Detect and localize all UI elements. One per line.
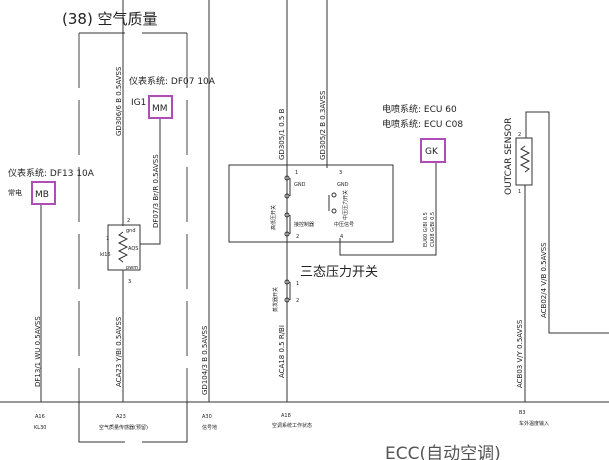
fuse-df13-label: 仪表系统: DF13 10A	[8, 167, 95, 179]
pin-id: B3	[519, 410, 526, 416]
wire-labels: GD306/6 B 0.5AVSS DF07/3 Br/R 0.5AVSS DF…	[34, 66, 548, 395]
svg-text:1: 1	[518, 189, 521, 195]
svg-text:1: 1	[295, 170, 298, 176]
pressure-switch-title: 三态压力开关	[300, 265, 378, 280]
pin-desc: 车外温度输入	[519, 420, 549, 427]
svg-text:中压压力开关: 中压压力开关	[342, 190, 349, 220]
connector-mb	[31, 181, 56, 205]
svg-text:OUTCAR SENSOR: OUTCAR SENSOR	[504, 118, 514, 195]
outcar-sensor: 2 1 OUTCAR SENSOR	[504, 118, 533, 195]
connector-mm	[148, 95, 173, 119]
wire-acb02: ACB02/4 V/B 0.5AVSS	[540, 242, 548, 318]
wire-gd305-2: GD305/2 B 0.3AVSS	[319, 90, 327, 160]
wire-cu08: CU08 G/BI 0.5	[430, 212, 436, 247]
svg-text:kl15: kl15	[100, 252, 111, 258]
svg-text:1: 1	[106, 236, 109, 242]
svg-text:AQS: AQS	[128, 246, 138, 252]
pin-id: A30	[202, 414, 212, 420]
svg-text:2: 2	[296, 234, 299, 240]
pin-id: A18	[281, 413, 291, 419]
svg-text:1: 1	[296, 281, 299, 287]
wire-df13-1: DF13/1 WU 0.5AVSS	[34, 316, 42, 387]
wire-gd104: GD104/3 B 0.5AVSS	[201, 325, 209, 395]
pin-id: A23	[116, 414, 126, 420]
connector-gk-label: GK	[425, 147, 439, 157]
constant-power-label: 常电	[8, 188, 22, 197]
svg-text:GND: GND	[337, 182, 349, 188]
wire-df07-3: DF07/3 Br/R 0.5AVSS	[152, 154, 160, 228]
svg-text:GND: GND	[294, 182, 306, 188]
wire-gd306: GD306/6 B 0.5AVSS	[115, 66, 123, 136]
svg-text:3: 3	[128, 279, 131, 285]
svg-text:2: 2	[518, 132, 521, 138]
pin-id: A16	[35, 414, 45, 420]
svg-text:中压信号: 中压信号	[334, 221, 354, 228]
pin-desc: 空气质量传感器(预留)	[99, 424, 148, 431]
svg-text:2: 2	[127, 218, 130, 224]
fuse-df07-label: 仪表系统: DF07 10A	[129, 75, 216, 87]
resistor-icon	[117, 231, 129, 263]
diagram-title: (38) 空气质量	[62, 10, 158, 28]
fuse-ecu60-label: 电喷系统: ECU 60	[382, 103, 457, 115]
evaporator-switch: 1 2 蒸发器开关	[272, 279, 299, 312]
pin-desc: 信号地	[202, 424, 217, 431]
footer-title: ECC(自动空调)	[385, 444, 501, 460]
svg-text:接控制器: 接控制器	[294, 221, 314, 228]
tri-state-pressure-switch: 1 GND 2 3 GND 4 接控制器 中压信号 高低压开关 中压压力开关	[228, 164, 394, 243]
svg-text:高低压开关: 高低压开关	[270, 205, 277, 230]
connector-mb-label: MB	[35, 190, 49, 200]
svg-text:2: 2	[296, 298, 299, 304]
wire-eu60: EU60 G/BI 0.5	[423, 212, 429, 247]
svg-text:蒸发器开关: 蒸发器开关	[272, 287, 279, 312]
ecu-pins: A16 KL30 A23 空气质量传感器(预留) A30 信号地 A18 空调系…	[34, 410, 549, 431]
connector-mm-label: MM	[152, 104, 168, 114]
wire-aca18: ACA18 0.5 R/BI	[278, 325, 286, 378]
wires	[0, 0, 609, 403]
svg-text:pwm: pwm	[126, 265, 138, 271]
pin-desc: 空调系统工作状态	[272, 422, 312, 429]
wire-aca23: ACA23 Y/BI 0.5AVSS	[115, 316, 123, 387]
svg-text:4: 4	[340, 234, 343, 240]
air-quality-bracket	[78, 32, 188, 443]
svg-text:gnd: gnd	[126, 228, 136, 234]
air-quality-sensor: 2 gnd 1 kl15 AQS pwm 3	[100, 218, 141, 285]
svg-text:3: 3	[339, 170, 342, 176]
ig1-label: IG1	[131, 98, 146, 108]
wire-acb03: ACB03 V/Y 0.5AVSS	[516, 319, 524, 388]
fuse-ecuc08-label: 电喷系统: ECU C08	[382, 118, 463, 130]
wire-gd305-1: GD305/1 0.5 B	[278, 108, 286, 160]
connector-gk	[420, 138, 446, 163]
pin-desc: KL30	[34, 425, 46, 431]
resistor-icon	[519, 145, 531, 173]
